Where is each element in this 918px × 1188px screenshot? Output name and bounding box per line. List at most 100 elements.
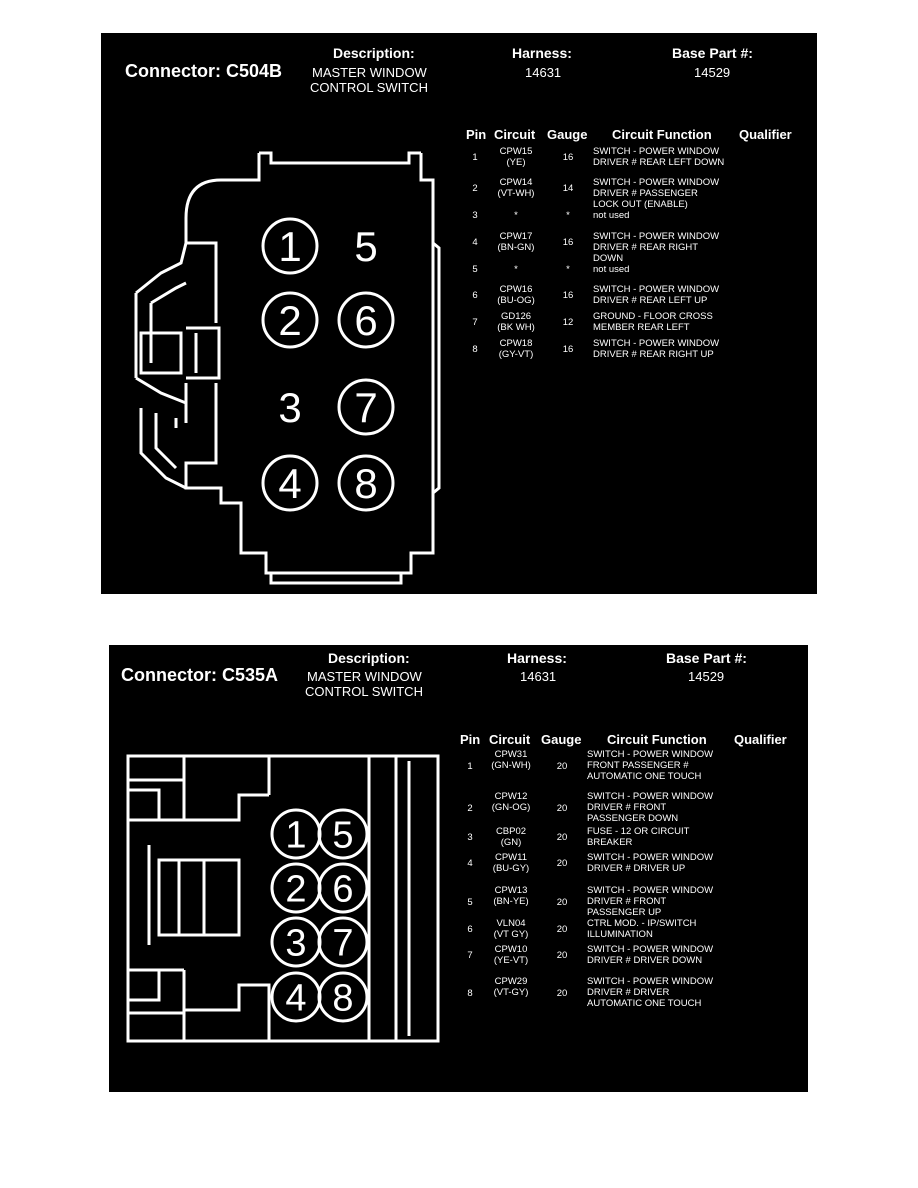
circuit-function-cell: SWITCH - POWER WINDOW DRIVER # DRIVER DO… (587, 944, 714, 966)
pin-1: 1 (270, 808, 322, 860)
base-part-value: 14529 (694, 65, 731, 80)
pin-number: 4 (467, 858, 473, 869)
pin-number: 1 (472, 152, 478, 163)
circuit-cell: CPW17(BN-GN) (481, 231, 551, 253)
circuit-function-header: Circuit Function (612, 127, 712, 142)
pin-label: 7 (332, 923, 353, 965)
circuit-function-cell: SWITCH - POWER WINDOW DRIVER # REAR RIGH… (593, 231, 720, 264)
circuit-function-cell: not used (593, 264, 630, 275)
pin-7: 7 (337, 378, 395, 436)
pin-number: 6 (472, 290, 478, 301)
pin-4: 4 (261, 454, 319, 512)
circuit-cell: CPW10(YE-VT) (476, 944, 546, 966)
pin-number: 3 (472, 210, 478, 221)
pin-label: 2 (285, 869, 306, 911)
pin-number: 8 (472, 344, 478, 355)
base-part-value: 14529 (688, 669, 725, 684)
pin-label: 3 (278, 384, 301, 431)
pin-cavity-circle (317, 862, 369, 914)
pin-8: 8 (317, 971, 369, 1023)
pin-cavity-circle (261, 291, 319, 349)
pin-layout-c504b: 1 2 3 4 5 6 7 8 (261, 217, 395, 512)
pin-label: 6 (332, 869, 353, 911)
pin-label: 5 (354, 223, 377, 270)
pin-2: 2 (261, 291, 319, 349)
circuit-color: (GN-OG) (491, 802, 531, 813)
connector-c504b-drawing (134, 151, 441, 585)
pin-number: 4 (472, 237, 478, 248)
pin-cavity-circle (317, 971, 369, 1023)
gauge-cell: 16 (562, 344, 574, 355)
pin-number: 2 (467, 803, 473, 814)
circuit-cell: CPW16(BU-OG) (481, 284, 551, 306)
circuit-cell: * (481, 210, 551, 221)
pin-6: 6 (337, 291, 395, 349)
circuit-function-cell: SWITCH - POWER WINDOW DRIVER # FRONT PAS… (587, 791, 714, 824)
circuit-function-cell: CTRL MOD. - IP/SWITCH ILLUMINATION (587, 918, 697, 940)
circuit-code: CPW29 (494, 976, 528, 987)
pin-label: 3 (285, 923, 306, 965)
pin-8: 8 (337, 454, 395, 512)
circuit-color: (VT GY) (493, 929, 529, 940)
description-line1: MASTER WINDOW (312, 65, 427, 80)
gauge-cell: 14 (562, 183, 574, 194)
circuit-function-header: Circuit Function (607, 732, 707, 747)
pin-number: 5 (467, 897, 473, 908)
gauge-cell: 16 (562, 152, 574, 163)
pin-label: 1 (285, 815, 306, 857)
pin-6: 6 (317, 862, 369, 914)
pin-7: 7 (317, 916, 369, 968)
circuit-color: (YE-VT) (493, 955, 529, 966)
circuit-cell: CPW14(VT-WH) (481, 177, 551, 199)
qualifier-header: Qualifier (734, 732, 787, 747)
pin-number: 5 (472, 264, 478, 275)
pin-3: 3 (270, 916, 322, 968)
pin-cavity-circle (261, 454, 319, 512)
description-header: Description: (328, 650, 410, 666)
circuit-color: (BN-GN) (497, 242, 535, 253)
circuit-cell: GD126(BK WH) (481, 311, 551, 333)
circuit-code: CPW31 (494, 749, 528, 760)
circuit-function-cell: SWITCH - POWER WINDOW FRONT PASSENGER # … (587, 749, 714, 782)
circuit-function-cell: SWITCH - POWER WINDOW DRIVER # REAR LEFT… (593, 146, 725, 168)
circuit-code: CPW17 (499, 231, 533, 242)
circuit-function-cell: not used (593, 210, 630, 221)
pin-1: 1 (261, 217, 319, 275)
connector-title: Connector: C504B (125, 61, 283, 81)
pin-number: 8 (467, 988, 473, 999)
circuit-code: VLN04 (496, 918, 526, 929)
pin-number: 1 (467, 761, 473, 772)
pin-3: 3 (278, 384, 301, 431)
pin-label: 5 (332, 815, 353, 857)
connector-c535a-drawing (126, 754, 440, 1043)
pin-label: 8 (332, 978, 353, 1020)
circuit-function-cell: SWITCH - POWER WINDOW DRIVER # REAR LEFT… (593, 284, 720, 306)
pin-header: Pin (466, 127, 487, 142)
connector-panel-c535a: Connector: C535A Description: MASTER WIN… (109, 645, 808, 1092)
circuit-color: (GN) (500, 837, 522, 848)
harness-header: Harness: (507, 650, 567, 666)
circuit-function-cell: GROUND - FLOOR CROSS MEMBER REAR LEFT (593, 311, 713, 333)
circuit-color: (BU-GY) (492, 863, 530, 874)
pin-number: 3 (467, 832, 473, 843)
circuit-code: * (514, 264, 518, 275)
pin-label: 1 (278, 223, 301, 270)
circuit-cell: CPW13(BN-YE) (476, 885, 546, 907)
pin-cavity-circle (337, 378, 395, 436)
circuit-cell: CPW11(BU-GY) (476, 852, 546, 874)
circuit-code: CPW18 (499, 338, 533, 349)
circuit-code: * (514, 210, 518, 221)
circuit-function-cell: SWITCH - POWER WINDOW DRIVER # PASSENGER… (593, 177, 720, 210)
pin-cavity-circle (317, 916, 369, 968)
circuit-cell: CPW31(GN-WH) (476, 749, 546, 771)
pin-cavity-circle (317, 808, 369, 860)
gauge-cell: * (566, 264, 570, 275)
pin-number: 6 (467, 924, 473, 935)
pin-number: 7 (467, 950, 473, 961)
pin-5: 5 (317, 808, 369, 860)
pin-label: 4 (278, 460, 301, 507)
gauge-cell: 20 (556, 924, 568, 935)
circuit-color: (BN-YE) (493, 896, 529, 907)
pin-header: Pin (460, 732, 481, 747)
qualifier-header: Qualifier (739, 127, 792, 142)
